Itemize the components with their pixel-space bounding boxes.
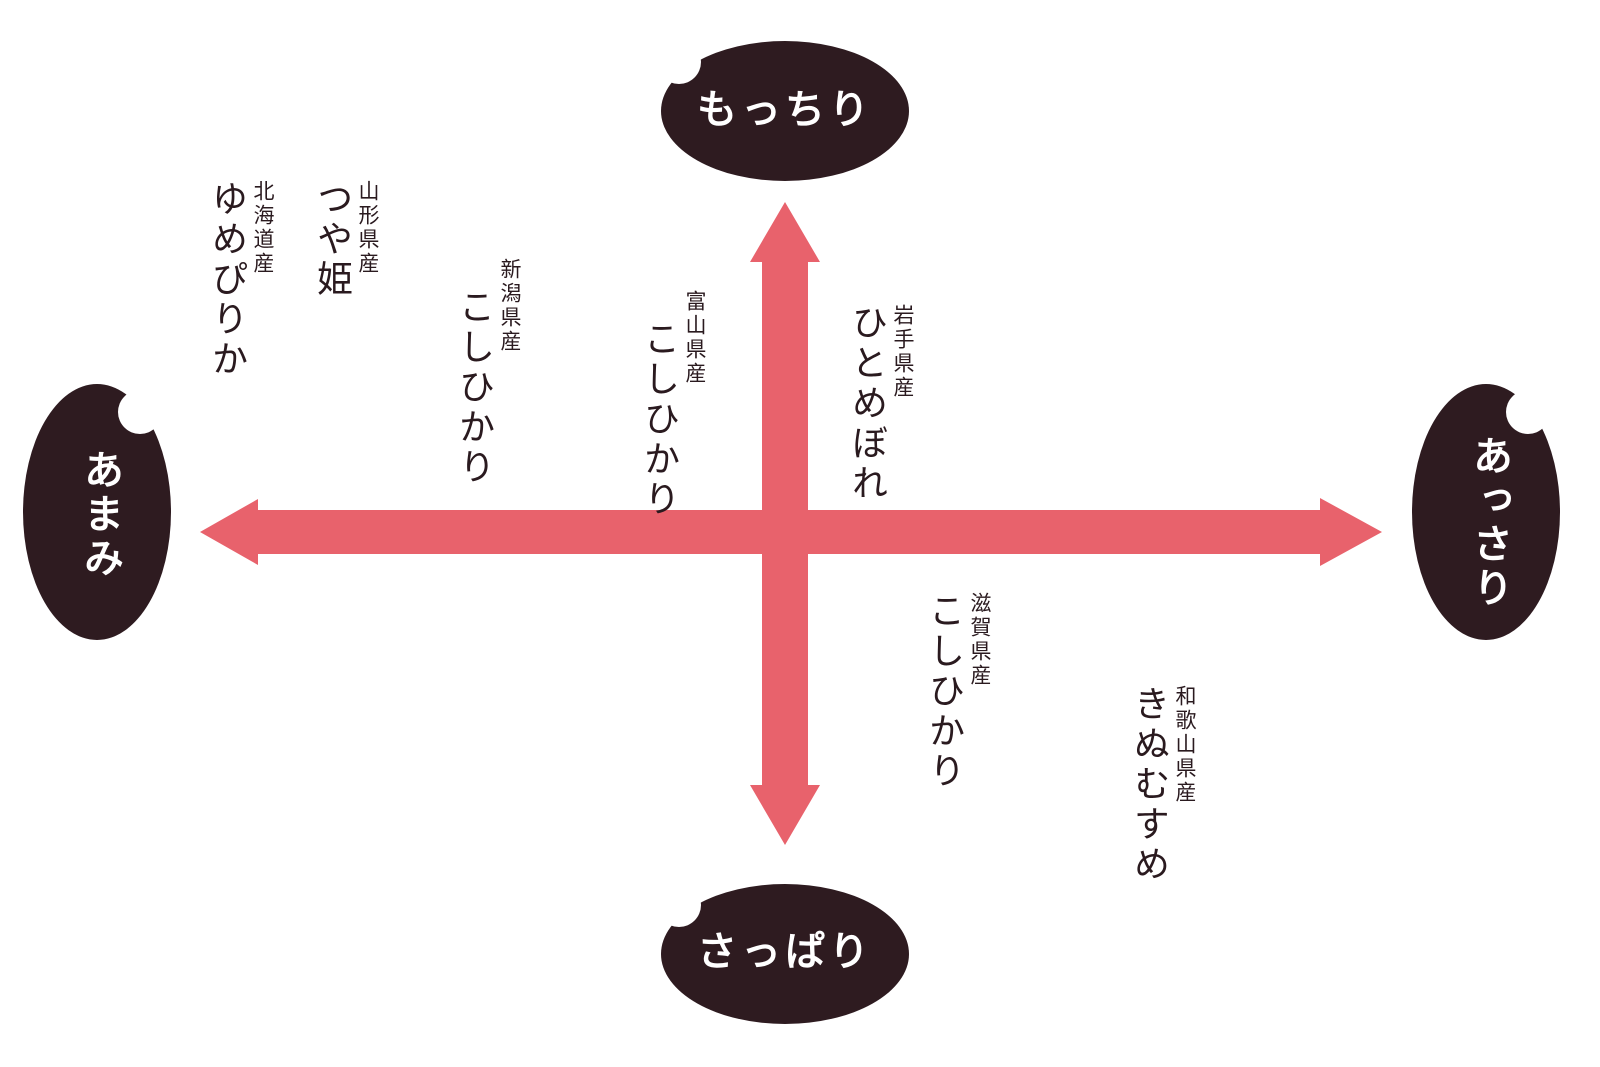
axis-label-top: もっちり — [697, 87, 873, 133]
variety-name: こしひかり — [453, 288, 494, 488]
variety-yamagata-tsuyahime: 山形県産 つや姫 — [311, 180, 380, 300]
variety-prefecture: 岩手県産 — [891, 304, 915, 400]
badge-right-grain — [1412, 384, 1560, 640]
variety-name: つや姫 — [311, 180, 352, 300]
variety-prefecture: 新潟県産 — [498, 258, 522, 354]
variety-prefecture: 滋賀県産 — [968, 592, 992, 688]
variety-niigata-koshihikari: 新潟県産 こしひかり — [453, 258, 522, 488]
axis-label-left: あまみ — [77, 449, 123, 581]
variety-name: きぬむすめ — [1128, 685, 1169, 885]
variety-prefecture: 富山県産 — [683, 290, 707, 386]
badge-left-grain — [23, 384, 171, 640]
variety-name: ゆめぴりか — [206, 180, 247, 380]
variety-name: こしひかり — [923, 592, 964, 792]
variety-prefecture: 和歌山県産 — [1173, 685, 1197, 805]
vertical-axis-arrow — [750, 202, 820, 845]
axis-label-bottom: さっぱり — [697, 929, 873, 975]
variety-name: こしひかり — [638, 320, 679, 520]
variety-prefecture: 山形県産 — [356, 180, 380, 276]
badge-top-grain — [657, 40, 909, 181]
variety-toyama-koshihikari: 富山県産 こしひかり — [638, 290, 707, 520]
variety-shiga-koshihikari: 滋賀県産 こしひかり — [923, 592, 992, 792]
variety-prefecture: 北海道産 — [251, 180, 275, 276]
variety-name: ひとめぼれ — [846, 304, 887, 504]
variety-iwate-hitomebore: 岩手県産 ひとめぼれ — [846, 304, 915, 504]
axis-label-right: あっさり — [1466, 434, 1512, 611]
variety-hokkaido-yumepirika: 北海道産 ゆめぴりか — [206, 180, 275, 380]
badge-bottom-grain — [657, 883, 909, 1024]
variety-wakayama-kinumusume: 和歌山県産 きぬむすめ — [1128, 685, 1197, 885]
